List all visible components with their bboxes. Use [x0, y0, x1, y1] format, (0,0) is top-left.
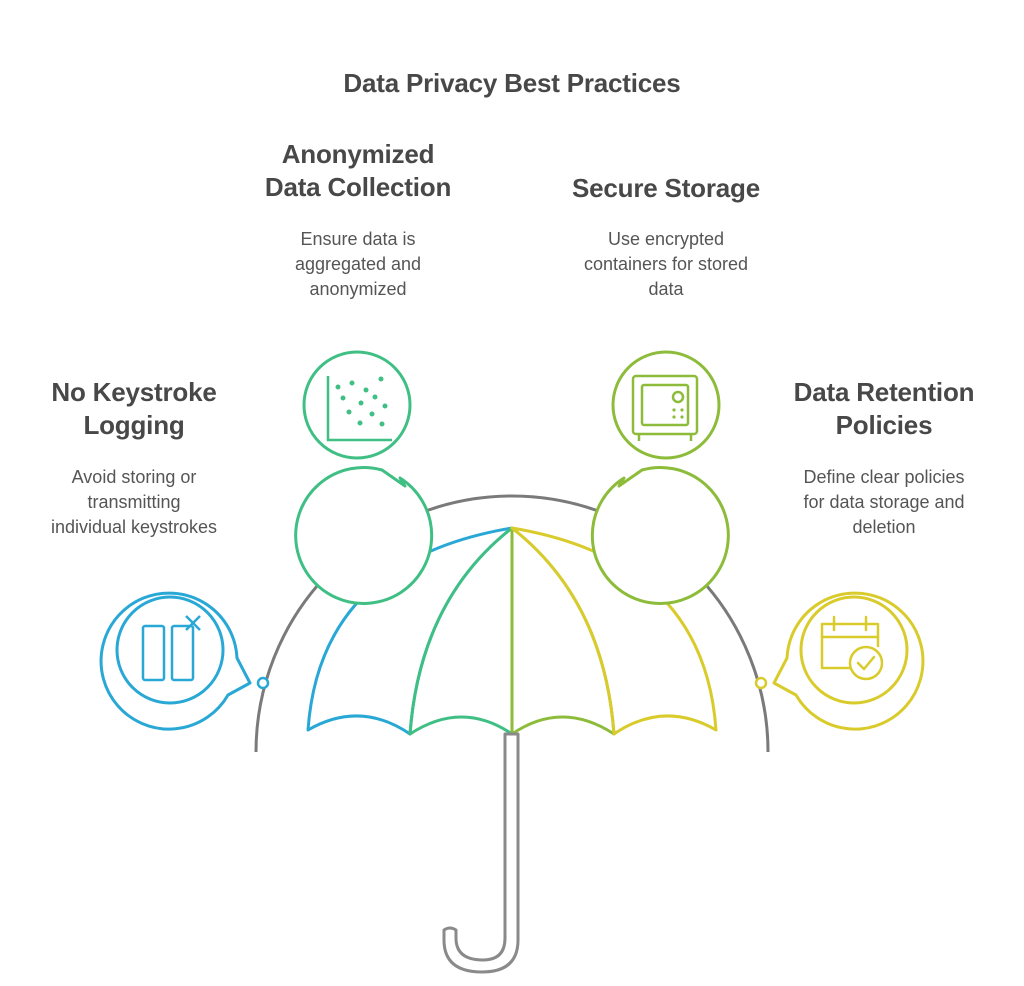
item-desc-keystroke: Avoid storing or transmitting individual… — [16, 465, 252, 540]
item-title-line: Secure Storage — [572, 173, 760, 203]
page-title: Data Privacy Best Practices — [343, 68, 681, 98]
canopy-segment-green — [408, 526, 514, 736]
item-title-line: Policies — [835, 410, 933, 440]
item-desc-line: containers for stored — [583, 254, 749, 274]
calendar-check-icon — [820, 615, 884, 681]
item-title-line: Data Retention — [793, 377, 975, 407]
item-title-line: Data Collection — [264, 172, 452, 202]
item-desc-retention: Define clear policies for data storage a… — [764, 465, 1004, 540]
item-desc-storage: Use encrypted containers for stored data — [546, 227, 786, 302]
item-desc-line: deletion — [852, 517, 916, 537]
item-desc-line: Use encrypted — [607, 229, 725, 249]
bubble-keystroke — [99, 591, 252, 731]
item-desc-line: Define clear policies — [803, 467, 965, 487]
safe-icon — [631, 374, 699, 441]
outer-arc — [254, 494, 770, 753]
item-desc-line: data — [648, 279, 684, 299]
arc-dot-retention — [754, 676, 768, 690]
item-desc-line: aggregated and — [294, 254, 422, 274]
item-title-anonymized: Anonymized Data Collection — [238, 138, 478, 204]
keystroke-blocked-icon — [141, 615, 201, 682]
item-desc-line: for data storage and — [803, 492, 965, 512]
item-title-retention: Data Retention Policies — [764, 376, 1004, 442]
item-title-line: Anonymized — [281, 139, 435, 169]
item-title-line: Logging — [83, 410, 185, 440]
item-desc-line: Avoid storing or — [71, 467, 197, 487]
bubble-retention — [772, 591, 925, 731]
arc-dot-keystroke — [256, 676, 270, 690]
item-desc-anonymized: Ensure data is aggregated and anonymized — [238, 227, 478, 302]
item-title-keystroke: No Keystroke Logging — [16, 376, 252, 442]
item-title-line: No Keystroke — [51, 377, 217, 407]
bubble-anonymized — [294, 350, 434, 605]
umbrella-handle — [442, 732, 520, 974]
item-desc-line: transmitting — [87, 492, 181, 512]
item-desc-line: individual keystrokes — [50, 517, 218, 537]
bubble-storage — [590, 350, 730, 605]
item-title-storage: Secure Storage — [546, 172, 786, 205]
item-desc-line: anonymized — [309, 279, 407, 299]
scatter-plot-icon — [326, 376, 392, 442]
item-desc-line: Ensure data is — [300, 229, 416, 249]
